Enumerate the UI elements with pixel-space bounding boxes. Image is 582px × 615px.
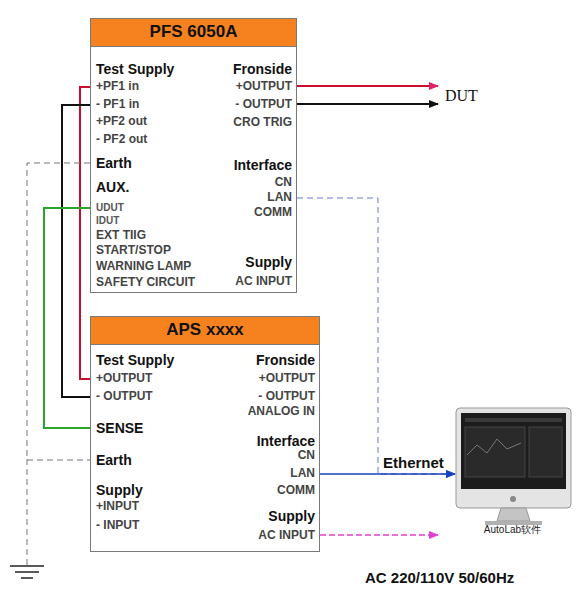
section-heading: SENSE [96,420,143,436]
dut-minus-wire [297,103,438,105]
signal-label: IDUT [96,215,119,227]
terminal-label: - PF2 out [96,133,147,147]
section-heading: Fronside [233,61,292,77]
terminal-label: - PF1 in [96,98,139,112]
device-box: PFS 6050A Test Supply +PF1 in - PF1 in +PF2 … [90,18,297,293]
wire-connector [320,473,455,475]
wire-connector [62,105,90,397]
wire-connector [80,87,90,379]
section-heading: Supply [245,254,292,270]
section-heading: Earth [96,155,132,171]
terminal-label: START/STOP [96,244,171,258]
wire-connector [297,198,455,474]
terminal-label: - INPUT [96,519,139,533]
terminal-label: +PF2 out [96,115,147,129]
monitor-icon [455,405,572,541]
terminal-label: EXT TIIG [96,229,146,243]
terminal-label: - OUTPUT [258,390,315,404]
section-heading: Supply [96,482,143,498]
terminal-label: COMM [254,206,292,220]
terminal-label: +PF1 in [96,80,139,94]
terminal-label: AC INPUT [235,275,292,289]
terminal-label: +OUTPUT [259,372,315,386]
wire-connector [44,208,90,428]
section-heading: Test Supply [96,61,174,77]
wire-connector [27,163,90,460]
section-heading: Interface [234,157,292,173]
terminal-label: CRO TRIG [233,116,292,130]
section-heading: AUX. [96,179,129,195]
section-heading: Supply [268,508,315,524]
terminal-label: SAFETY CIRCUIT [96,276,195,290]
header-title: PFS 6050A [150,22,238,42]
target-label: DUT [445,87,478,105]
terminal-label: +OUTPUT [96,372,152,386]
terminal-label: LAN [267,191,292,205]
terminal-label: COMM [277,484,315,498]
terminal-label: +INPUT [96,500,139,514]
terminal-label: +OUTPUT [236,80,292,94]
edge-label: Ethernet [383,454,444,471]
ground-symbol [10,566,44,578]
section-heading: Test Supply [96,352,174,368]
earth-ground-wire [27,459,28,565]
section-heading: Fronside [256,352,315,368]
signal-label: UDUT [96,202,124,214]
terminal-label: - OUTPUT [96,390,153,404]
terminal-label: CN [275,176,292,190]
ac-supply-wire [320,534,438,536]
terminal-label: - OUTPUT [235,98,292,112]
terminal-label: WARNING LAMP [96,260,191,274]
software-label: AutoLab软件 [484,524,541,536]
section-heading: Interface [257,433,315,449]
terminal-label: LAN [290,467,315,481]
terminal-label: ANALOG IN [248,405,315,419]
device-box: APS xxxxTest Supply +OUTPUT - OUTPUT SENSE E… [90,316,320,552]
computer-monitor: AutoLab软件 [455,405,572,541]
header-title: APS xxxx [166,320,244,340]
dut-plus-wire [297,85,438,87]
supply-label: AC 220/110V 50/60Hz [365,569,514,586]
terminal-label: CN [298,449,315,463]
terminal-label: AC INPUT [258,529,315,543]
section-heading: Earth [96,452,132,468]
